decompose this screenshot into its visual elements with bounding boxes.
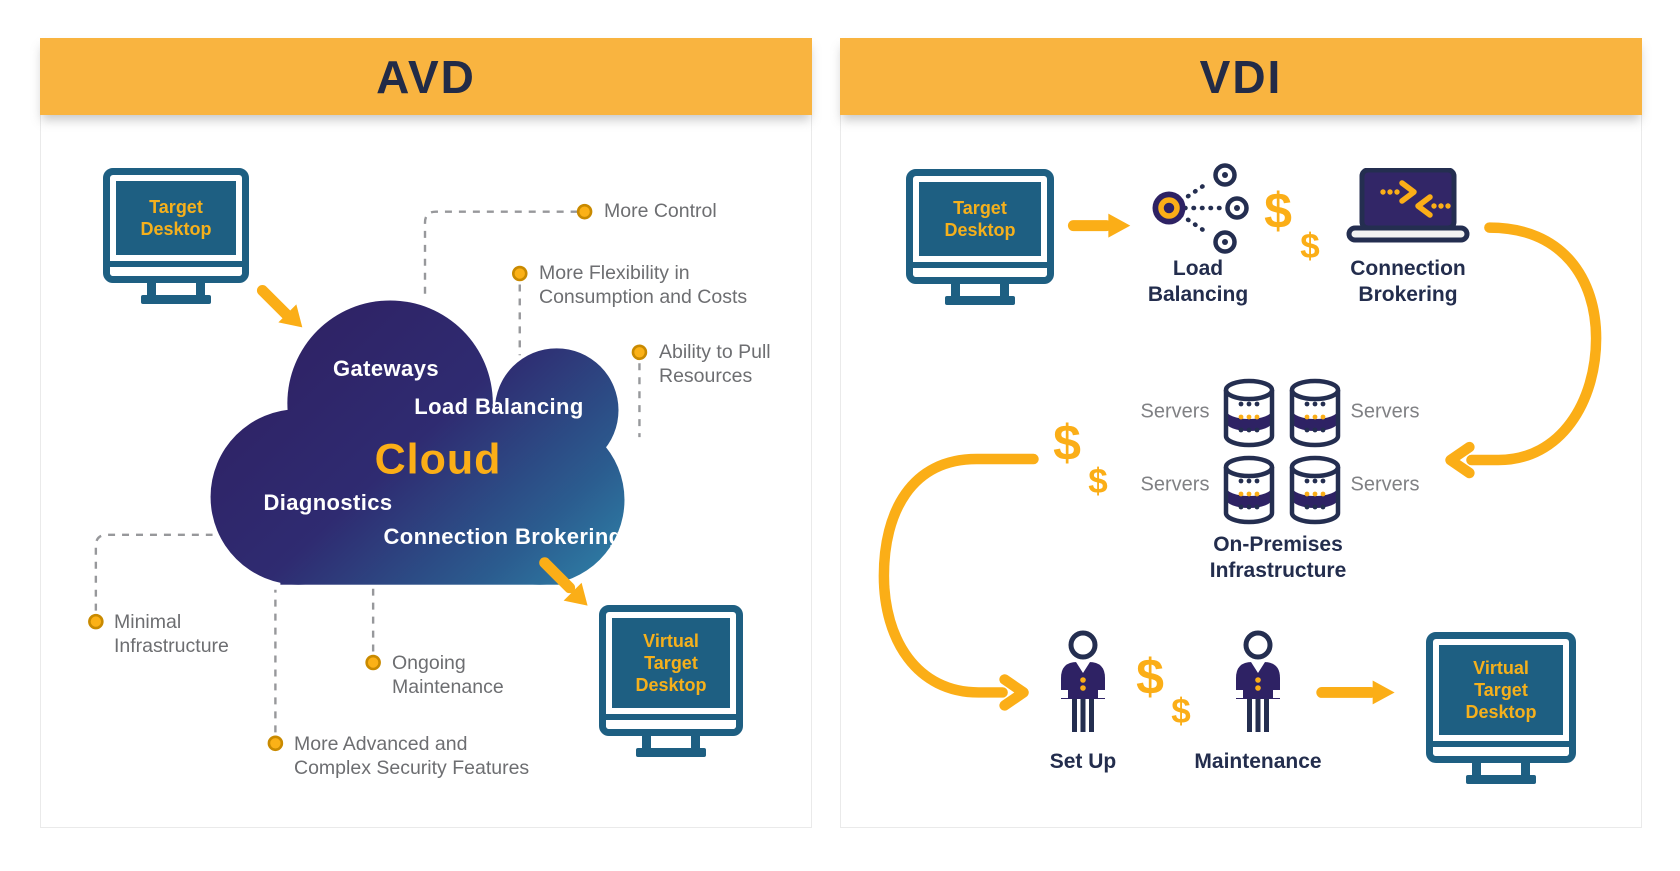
callout-more-flexibility: More Flexibility in Consumption and Cost… [539, 262, 748, 308]
dollar-sign: $ [1300, 227, 1320, 266]
callout-dot-icon [576, 203, 593, 220]
connection-brokering-icon [1346, 168, 1470, 243]
arrow-right-icon [1316, 680, 1395, 705]
curved-arrow-down-left-icon [1445, 222, 1602, 479]
connector-lines [94, 210, 641, 733]
vdi-header: VDI [840, 38, 1642, 115]
monitor-slot [606, 720, 736, 729]
monitor-base [1466, 775, 1536, 784]
monitor-stand [599, 736, 743, 748]
dollar-sign: $ [1264, 183, 1292, 239]
monitor-label: Virtual Target Desktop [1465, 658, 1537, 722]
dollar-sign: $ [1053, 415, 1081, 471]
arrow-right-icon [1067, 213, 1131, 238]
arrow-down-right-icon [256, 284, 303, 328]
connection-brokering-label: Connection Brokering [1350, 257, 1466, 306]
monitor-screen: Virtual Target Desktop [612, 618, 730, 708]
monitor-frame: Target Desktop [906, 169, 1054, 284]
cloud-icon [210, 300, 625, 585]
monitor-slot [913, 268, 1047, 277]
servers-label: Servers [1140, 400, 1210, 423]
callout-dot-icon [511, 265, 528, 282]
monitor-label: Virtual Target Desktop [635, 631, 707, 695]
avd-body: Gateways Load Balancing Cloud Diagnostic… [40, 115, 812, 828]
vdi-body: Target Desktop [840, 115, 1642, 828]
monitor-chin [1433, 741, 1569, 747]
dollar-sign: $ [1136, 649, 1164, 705]
avd-figure-layer [88, 203, 648, 752]
virtual-target-desktop-monitor: Virtual Target Desktop [1426, 632, 1576, 784]
monitor-screen: Target Desktop [919, 182, 1041, 256]
on-premises-label: On-Premises Infrastructure [1209, 533, 1347, 582]
set-up-label: Set Up [1049, 750, 1117, 773]
callout-security-features: More Advanced and Complex Security Featu… [294, 733, 530, 779]
avd-title: AVD [376, 50, 476, 103]
avd-panel: AVD [40, 38, 812, 828]
maintenance-person-icon [1235, 630, 1281, 732]
servers-icon [1223, 378, 1348, 533]
monitor-base [141, 295, 211, 304]
monitor-chin [110, 261, 242, 267]
cloud-service-gateways: Gateways [333, 356, 439, 381]
callout-dot-icon [365, 654, 381, 671]
callout-minimal-infrastructure: Minimal Infrastructure [114, 611, 229, 657]
vdi-title: VDI [1199, 50, 1283, 103]
callout-ability-to-pull: Ability to Pull Resources [659, 341, 771, 387]
cloud-service-load-balancing: Load Balancing [414, 394, 584, 419]
dollar-sign: $ [1171, 692, 1191, 731]
vdi-panel: VDI [840, 38, 1642, 828]
monitor-base [945, 296, 1015, 305]
monitor-chin [913, 262, 1047, 268]
monitor-label: Target Desktop [140, 197, 212, 239]
monitor-frame: Virtual Target Desktop [599, 605, 743, 736]
maintenance-label: Maintenance [1194, 750, 1322, 773]
monitor-screen: Target Desktop [116, 181, 236, 255]
monitor-chin [606, 714, 736, 720]
monitor-stand [103, 283, 249, 295]
callout-dot-icon [88, 613, 104, 630]
cloud-title: Cloud [374, 435, 502, 484]
arrow-down-right-icon [539, 557, 588, 606]
servers-label: Servers [1350, 400, 1420, 423]
dollar-sign: $ [1088, 462, 1108, 501]
monitor-stand [906, 284, 1054, 296]
monitor-slot [1433, 747, 1569, 756]
monitor-stand [1426, 763, 1576, 775]
target-desktop-monitor: Target Desktop [103, 168, 249, 304]
cloud-service-connection-brokering: Connection Brokering [383, 524, 623, 549]
set-up-person-icon [1060, 630, 1106, 732]
monitor-slot [110, 267, 242, 276]
avd-header: AVD [40, 38, 812, 115]
load-balancing-icon [1152, 163, 1249, 254]
cloud-service-diagnostics: Diagnostics [263, 490, 393, 515]
monitor-base [636, 748, 706, 757]
target-desktop-monitor: Target Desktop [906, 169, 1054, 305]
callout-dot-icon [631, 344, 648, 361]
callout-more-control: More Control [604, 200, 717, 222]
virtual-target-desktop-monitor: Virtual Target Desktop [599, 605, 743, 757]
callout-dot-icon [267, 735, 284, 752]
monitor-frame: Target Desktop [103, 168, 249, 283]
monitor-screen: Virtual Target Desktop [1439, 645, 1563, 735]
servers-label: Servers [1350, 473, 1420, 496]
monitor-frame: Virtual Target Desktop [1426, 632, 1576, 763]
load-balancing-label: Load Balancing [1147, 257, 1249, 306]
callout-dots [88, 203, 648, 752]
callout-ongoing-maintenance: Ongoing Maintenance [392, 652, 504, 698]
servers-label: Servers [1140, 473, 1210, 496]
curved-arrow-down-right-icon [878, 453, 1039, 711]
vdi-figure-layer [878, 213, 1602, 711]
monitor-label: Target Desktop [944, 198, 1016, 240]
server-icon [1223, 378, 1275, 448]
